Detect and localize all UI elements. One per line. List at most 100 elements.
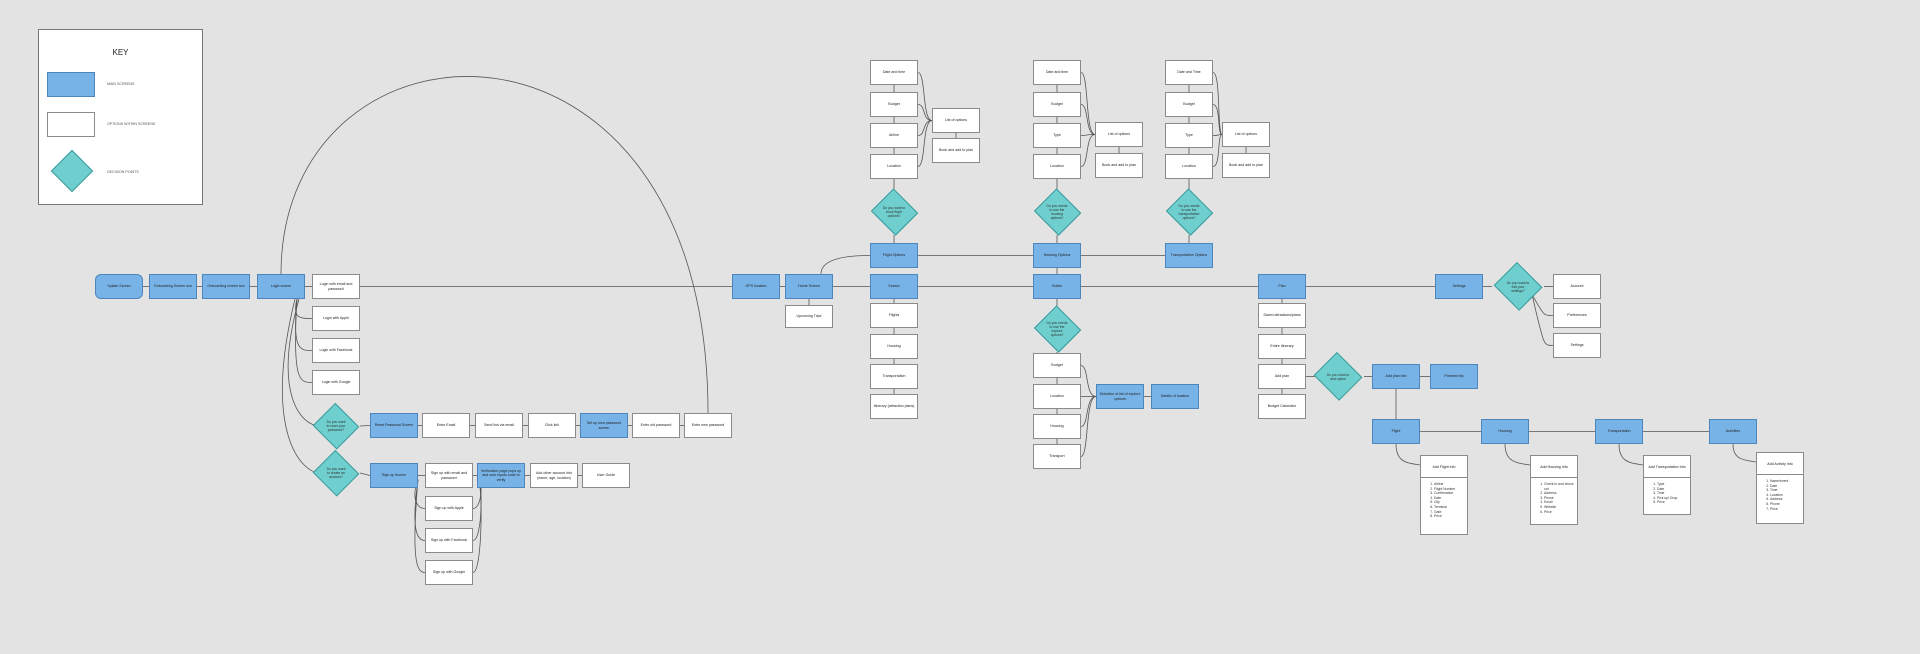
node-transport-options: Transportation Options [1165,243,1213,268]
connector-explore-select [1080,396,1097,457]
connector-login-create [281,298,321,474]
node-st-account: Account [1553,274,1601,299]
connector-signup-option [414,479,426,573]
node-t-book: Book and add to plan [1222,153,1270,178]
decision-d-housing: Do you needs to use the housing options? [1032,188,1082,236]
node-s-housing: Housing [870,334,918,359]
node-st-settings: Settings [1553,333,1601,358]
key-main-screen-label: MAIN SCREENS [107,82,135,86]
decision-label: Do you needs to use the explore options? [1046,321,1068,337]
info-card-list: Name/eventDateTimeLocationAddressPhonePr… [1757,475,1803,511]
node-i-transport: Transport [1033,444,1081,469]
info-card-item: Confirmation [1434,491,1464,496]
connector-signup-option [414,479,426,541]
decision-label: Do you needs to use the transportation o… [1178,204,1200,220]
key-option-label: OPTIONS WITHIN SCREENS [107,122,156,126]
info-card-item: Date [1657,487,1687,492]
node-login-google: Login with Google [312,370,360,395]
info-card-item: Time [1770,488,1800,493]
connector-login-option [295,298,313,383]
node-login-apple: Login with Apple [312,306,360,331]
node-login-fb: Login with Facebook [312,338,360,363]
decision-label: Do you want to book flight options? [882,206,906,218]
info-card-list: Check in and check outAddressPhoneEmailW… [1531,478,1577,514]
node-i-location: Location [1033,384,1081,409]
node-s-itin: Itinerary (attraction plans) [870,394,918,419]
info-card-item: Type [1657,482,1687,487]
node-reset-screen: Reset Password Screen [370,413,418,438]
connector-flight-list [917,104,933,121]
decision-label: Do you want to create an account? [326,467,346,479]
connector-category-card [1395,443,1421,466]
info-card-item: Date [1434,496,1464,501]
node-f-airline: Airline [870,123,918,148]
connector-category-card [1504,443,1531,466]
node-login-email: Login with email and password [312,274,360,299]
node-planned-trip: Planned trip [1430,364,1478,389]
connector-housing-list [1080,134,1096,136]
node-add-info-screen: Add plan info [1372,364,1420,389]
node-h-book: Book and add to plan [1095,153,1143,178]
connector-category-card [1732,443,1757,463]
node-activities: Activities [1709,419,1757,444]
decision-label: Do you want to add option [1326,372,1350,381]
node-onb1: Onboarding Screen one [149,274,197,299]
connector-explore-select [1080,365,1097,397]
node-housing: Housing [1481,419,1529,444]
decision-d-add: Do you want to add option [1312,351,1364,401]
connector-home-flight-options [820,255,871,275]
info-card-item: Price [1544,510,1574,515]
info-card-list: TypeDateTimePick up/ DropPrice [1644,478,1690,505]
node-i-budget: Budget [1033,353,1081,378]
decision-label: Do you want to reset your password? [326,420,346,432]
node-settings: Settings [1435,274,1483,299]
info-card-item: Phone [1544,496,1574,501]
info-card-item: City [1434,500,1464,505]
node-i-select: Selection of list of explore options [1096,384,1144,409]
node-setup-new-pw: Set up new password screen [580,413,628,438]
node-housing-options: Housing Options [1033,243,1081,268]
info-card-item: Name/event [1770,479,1800,484]
key-option-swatch [47,112,95,137]
node-signup: Sign up Screen [370,463,418,488]
info-card-item: Flight Number [1434,487,1464,492]
connector-flight-list [917,120,933,136]
node-click-link: Click link [528,413,576,438]
connector-transport-list [1212,134,1223,167]
node-add-info: Add other account info (name, age, locat… [530,463,578,488]
connector-login-option [295,298,313,351]
info-card-item: Airline [1434,482,1464,487]
node-h-type: Type [1033,123,1081,148]
node-i-housing: Housing [1033,414,1081,439]
info-card-item: Email [1544,500,1574,505]
connector-transport-list [1212,72,1223,135]
node-p-add: Add plan [1258,364,1306,389]
node-gps: GPS location [732,274,780,299]
connector-flight-list [917,72,933,121]
connector-flight-list [917,120,933,167]
node-t-date: Date and Time [1165,60,1213,85]
node-flight-options: Flight Options [870,243,918,268]
node-flight: Flight [1372,419,1420,444]
node-st-prefs: Preferences [1553,303,1601,328]
decision-d-transport: Do you needs to use the transportation o… [1164,188,1214,236]
connector-settings-option [1531,294,1554,316]
decision-label: Do you want to edit your settings? [1506,280,1530,293]
node-user-guide: User Guide [582,463,630,488]
decision-d-forgot: Do you want to reset your password? [312,402,360,450]
node-t-type: Type [1165,123,1213,148]
decision-d-flight: Do you want to book flight options? [869,188,919,236]
node-verify: Verification page pops up and user input… [477,463,525,488]
node-plan: Plan [1258,274,1306,299]
info-card-item: Check in and check out [1544,482,1574,491]
key-legend: KEY MAIN SCREENS OPTIONS WITHIN SCREENS … [38,29,203,205]
info-card-item: Pick up/ Drop [1657,496,1687,501]
decision-d-create: Do you want to create an account? [312,449,360,497]
node-login: Login screen [257,274,305,299]
info-card-item: Price [1657,500,1687,505]
info-card-item: Gate [1434,510,1464,515]
info-card-item: Price [1434,514,1464,519]
info-card-c-flight: Add Flight infoAirlineFlight NumberConfi… [1420,455,1468,535]
node-f-budget: Budget [870,92,918,117]
info-card-c-transport: Add Transportation InfoTypeDateTimePick … [1643,455,1691,515]
